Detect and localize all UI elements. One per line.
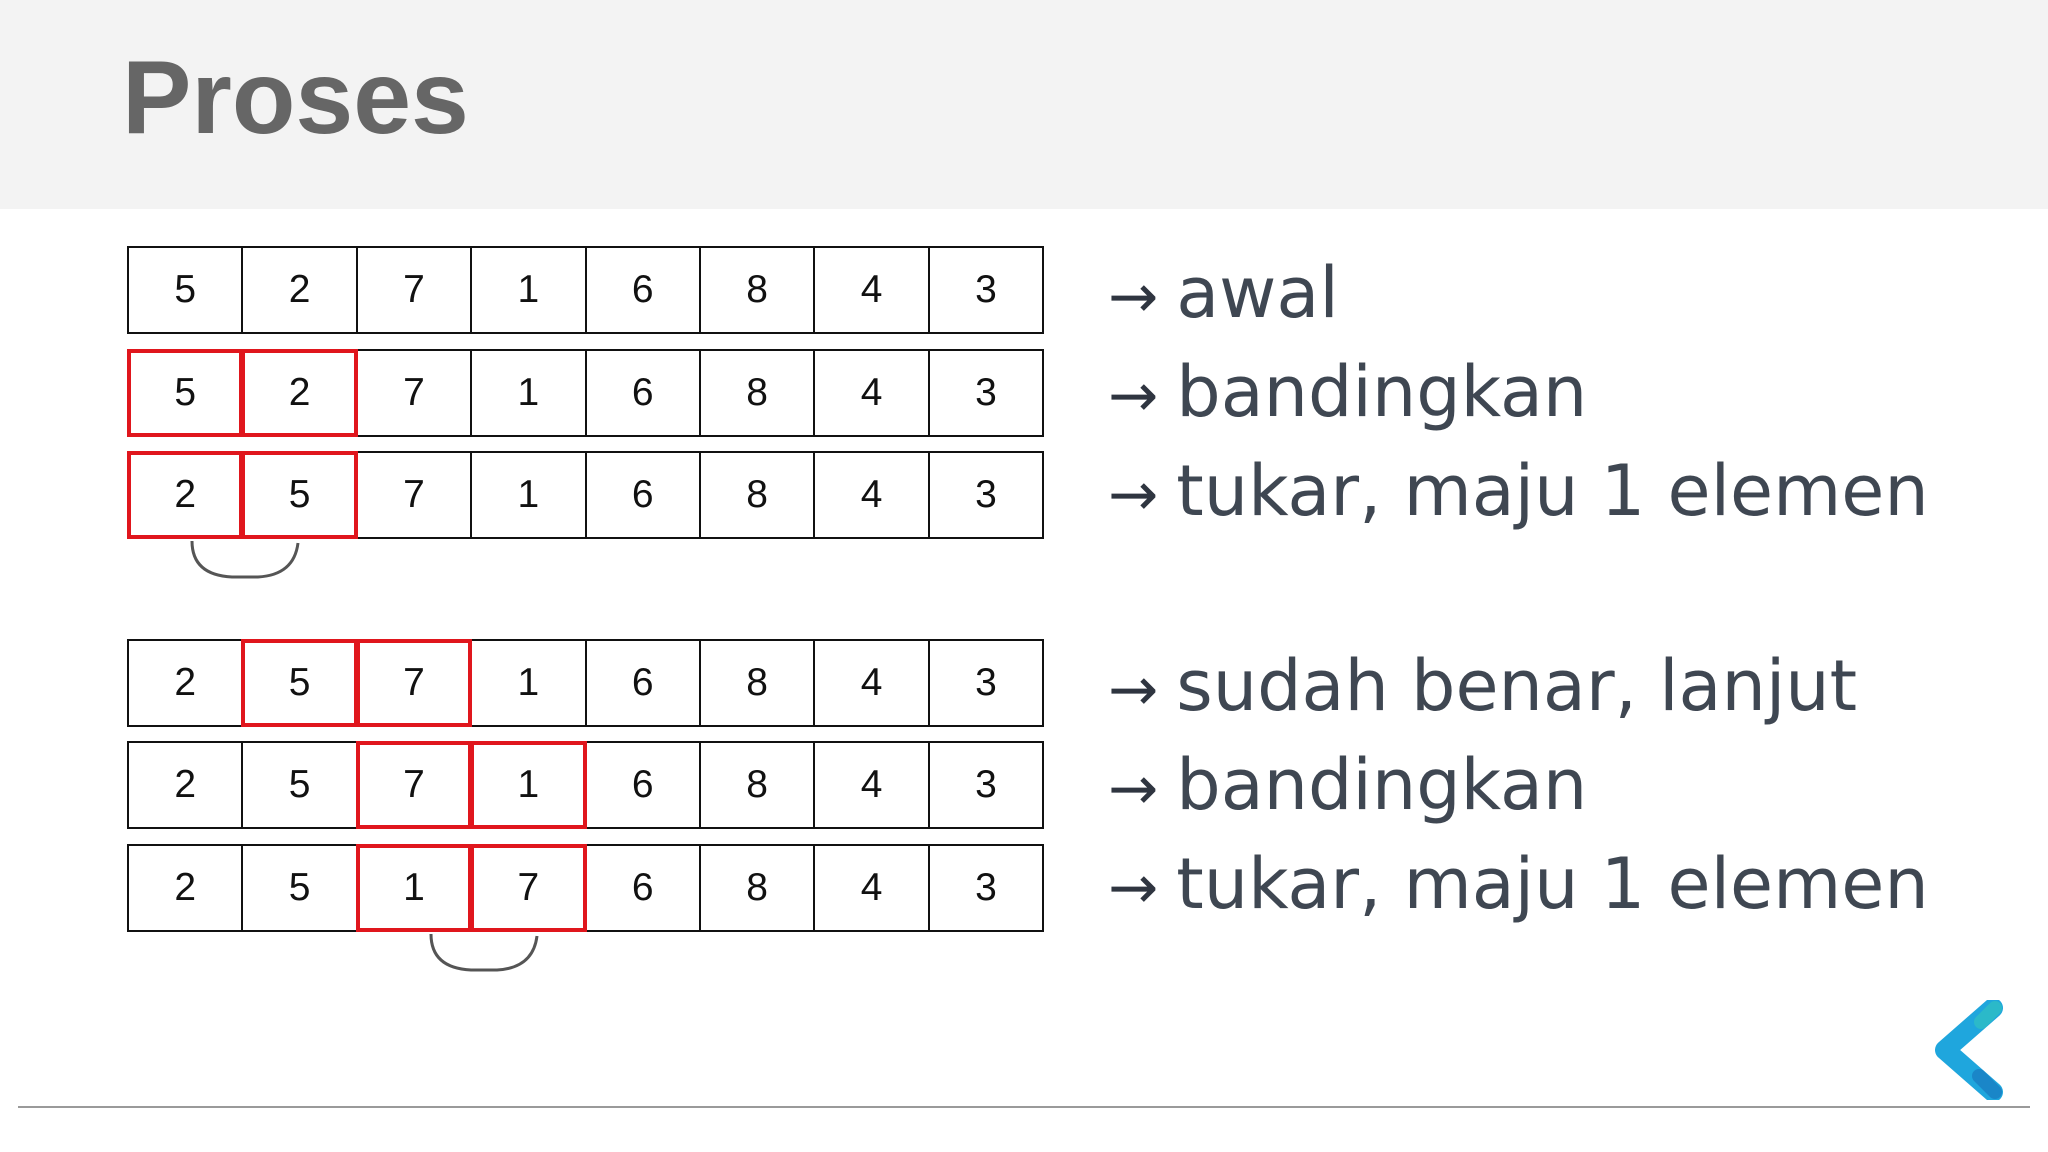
- array-cell: 6: [584, 639, 701, 727]
- array-cell: 8: [698, 639, 816, 727]
- array-cell: 7: [355, 246, 473, 334]
- array-cell: 2: [127, 844, 244, 932]
- arrow-icon: →: [1108, 460, 1159, 530]
- arrow-icon: →: [1108, 853, 1159, 923]
- k-logo-icon: [1935, 1000, 2003, 1100]
- array-cell: 3: [927, 349, 1045, 437]
- row-label-text: tukar, maju 1 elemen: [1176, 843, 1929, 925]
- array-cell: 3: [927, 844, 1045, 932]
- row-label-g2-2: →tukar, maju 1 elemen: [1108, 849, 1929, 919]
- array-cell: 6: [584, 349, 701, 437]
- array-cell: 3: [927, 246, 1045, 334]
- array-cell: 1: [470, 246, 587, 334]
- array-cell: 4: [813, 246, 930, 334]
- array-cell: 6: [584, 451, 701, 539]
- row-label-text: sudah benar, lanjut: [1176, 645, 1858, 727]
- array-cell: 2: [127, 741, 244, 829]
- array-cell: 5: [241, 451, 358, 539]
- array-cell: 7: [355, 741, 473, 829]
- array-cell: 3: [927, 741, 1045, 829]
- array-cell: 7: [355, 349, 473, 437]
- array-cell: 5: [127, 349, 244, 437]
- array-cell: 6: [584, 246, 701, 334]
- array-cell: 1: [470, 349, 587, 437]
- array-cell: 4: [813, 639, 930, 727]
- header-band: [0, 0, 2048, 209]
- array-cell: 2: [127, 639, 244, 727]
- row-label-text: tukar, maju 1 elemen: [1176, 450, 1929, 532]
- array-cell: 8: [698, 349, 816, 437]
- array-cell: 1: [470, 639, 587, 727]
- array-cell: 4: [813, 741, 930, 829]
- array-cell: 1: [470, 741, 587, 829]
- row-label-g1-2: →tukar, maju 1 elemen: [1108, 456, 1929, 526]
- array-cell: 2: [241, 246, 358, 334]
- array-cell: 6: [584, 741, 701, 829]
- array-cell: 6: [584, 844, 701, 932]
- row-label-g2-0: →sudah benar, lanjut: [1108, 651, 1857, 721]
- array-cell: 8: [698, 844, 816, 932]
- row-label-g1-1: →bandingkan: [1108, 357, 1587, 427]
- footer-divider: [18, 1106, 2030, 1108]
- row-label-g1-0: →awal: [1108, 258, 1339, 328]
- swap-bracket-icon: [190, 540, 300, 579]
- array-cell: 4: [813, 844, 930, 932]
- array-cell: 8: [698, 741, 816, 829]
- array-cell: 7: [470, 844, 587, 932]
- array-cell: 5: [241, 639, 358, 727]
- array-cell: 4: [813, 451, 930, 539]
- arrow-icon: →: [1108, 655, 1159, 725]
- row-label-text: bandingkan: [1176, 351, 1588, 433]
- array-cell: 8: [698, 451, 816, 539]
- array-cell: 3: [927, 639, 1045, 727]
- row-label-text: awal: [1176, 252, 1339, 334]
- array-cell: 8: [698, 246, 816, 334]
- array-cell: 4: [813, 349, 930, 437]
- array-cell: 5: [127, 246, 244, 334]
- row-label-g2-1: →bandingkan: [1108, 750, 1587, 820]
- array-cell: 5: [241, 844, 358, 932]
- arrow-icon: →: [1108, 361, 1159, 431]
- row-label-text: bandingkan: [1176, 744, 1588, 826]
- array-cell: 1: [470, 451, 587, 539]
- array-cell: 1: [355, 844, 473, 932]
- array-cell: 2: [127, 451, 244, 539]
- array-cell: 7: [355, 451, 473, 539]
- page-title: Proses: [122, 40, 469, 156]
- swap-bracket-icon: [429, 933, 539, 972]
- arrow-icon: →: [1108, 754, 1159, 824]
- array-cell: 7: [355, 639, 473, 727]
- arrow-icon: →: [1108, 262, 1159, 332]
- array-cell: 2: [241, 349, 358, 437]
- array-cell: 3: [927, 451, 1045, 539]
- array-cell: 5: [241, 741, 358, 829]
